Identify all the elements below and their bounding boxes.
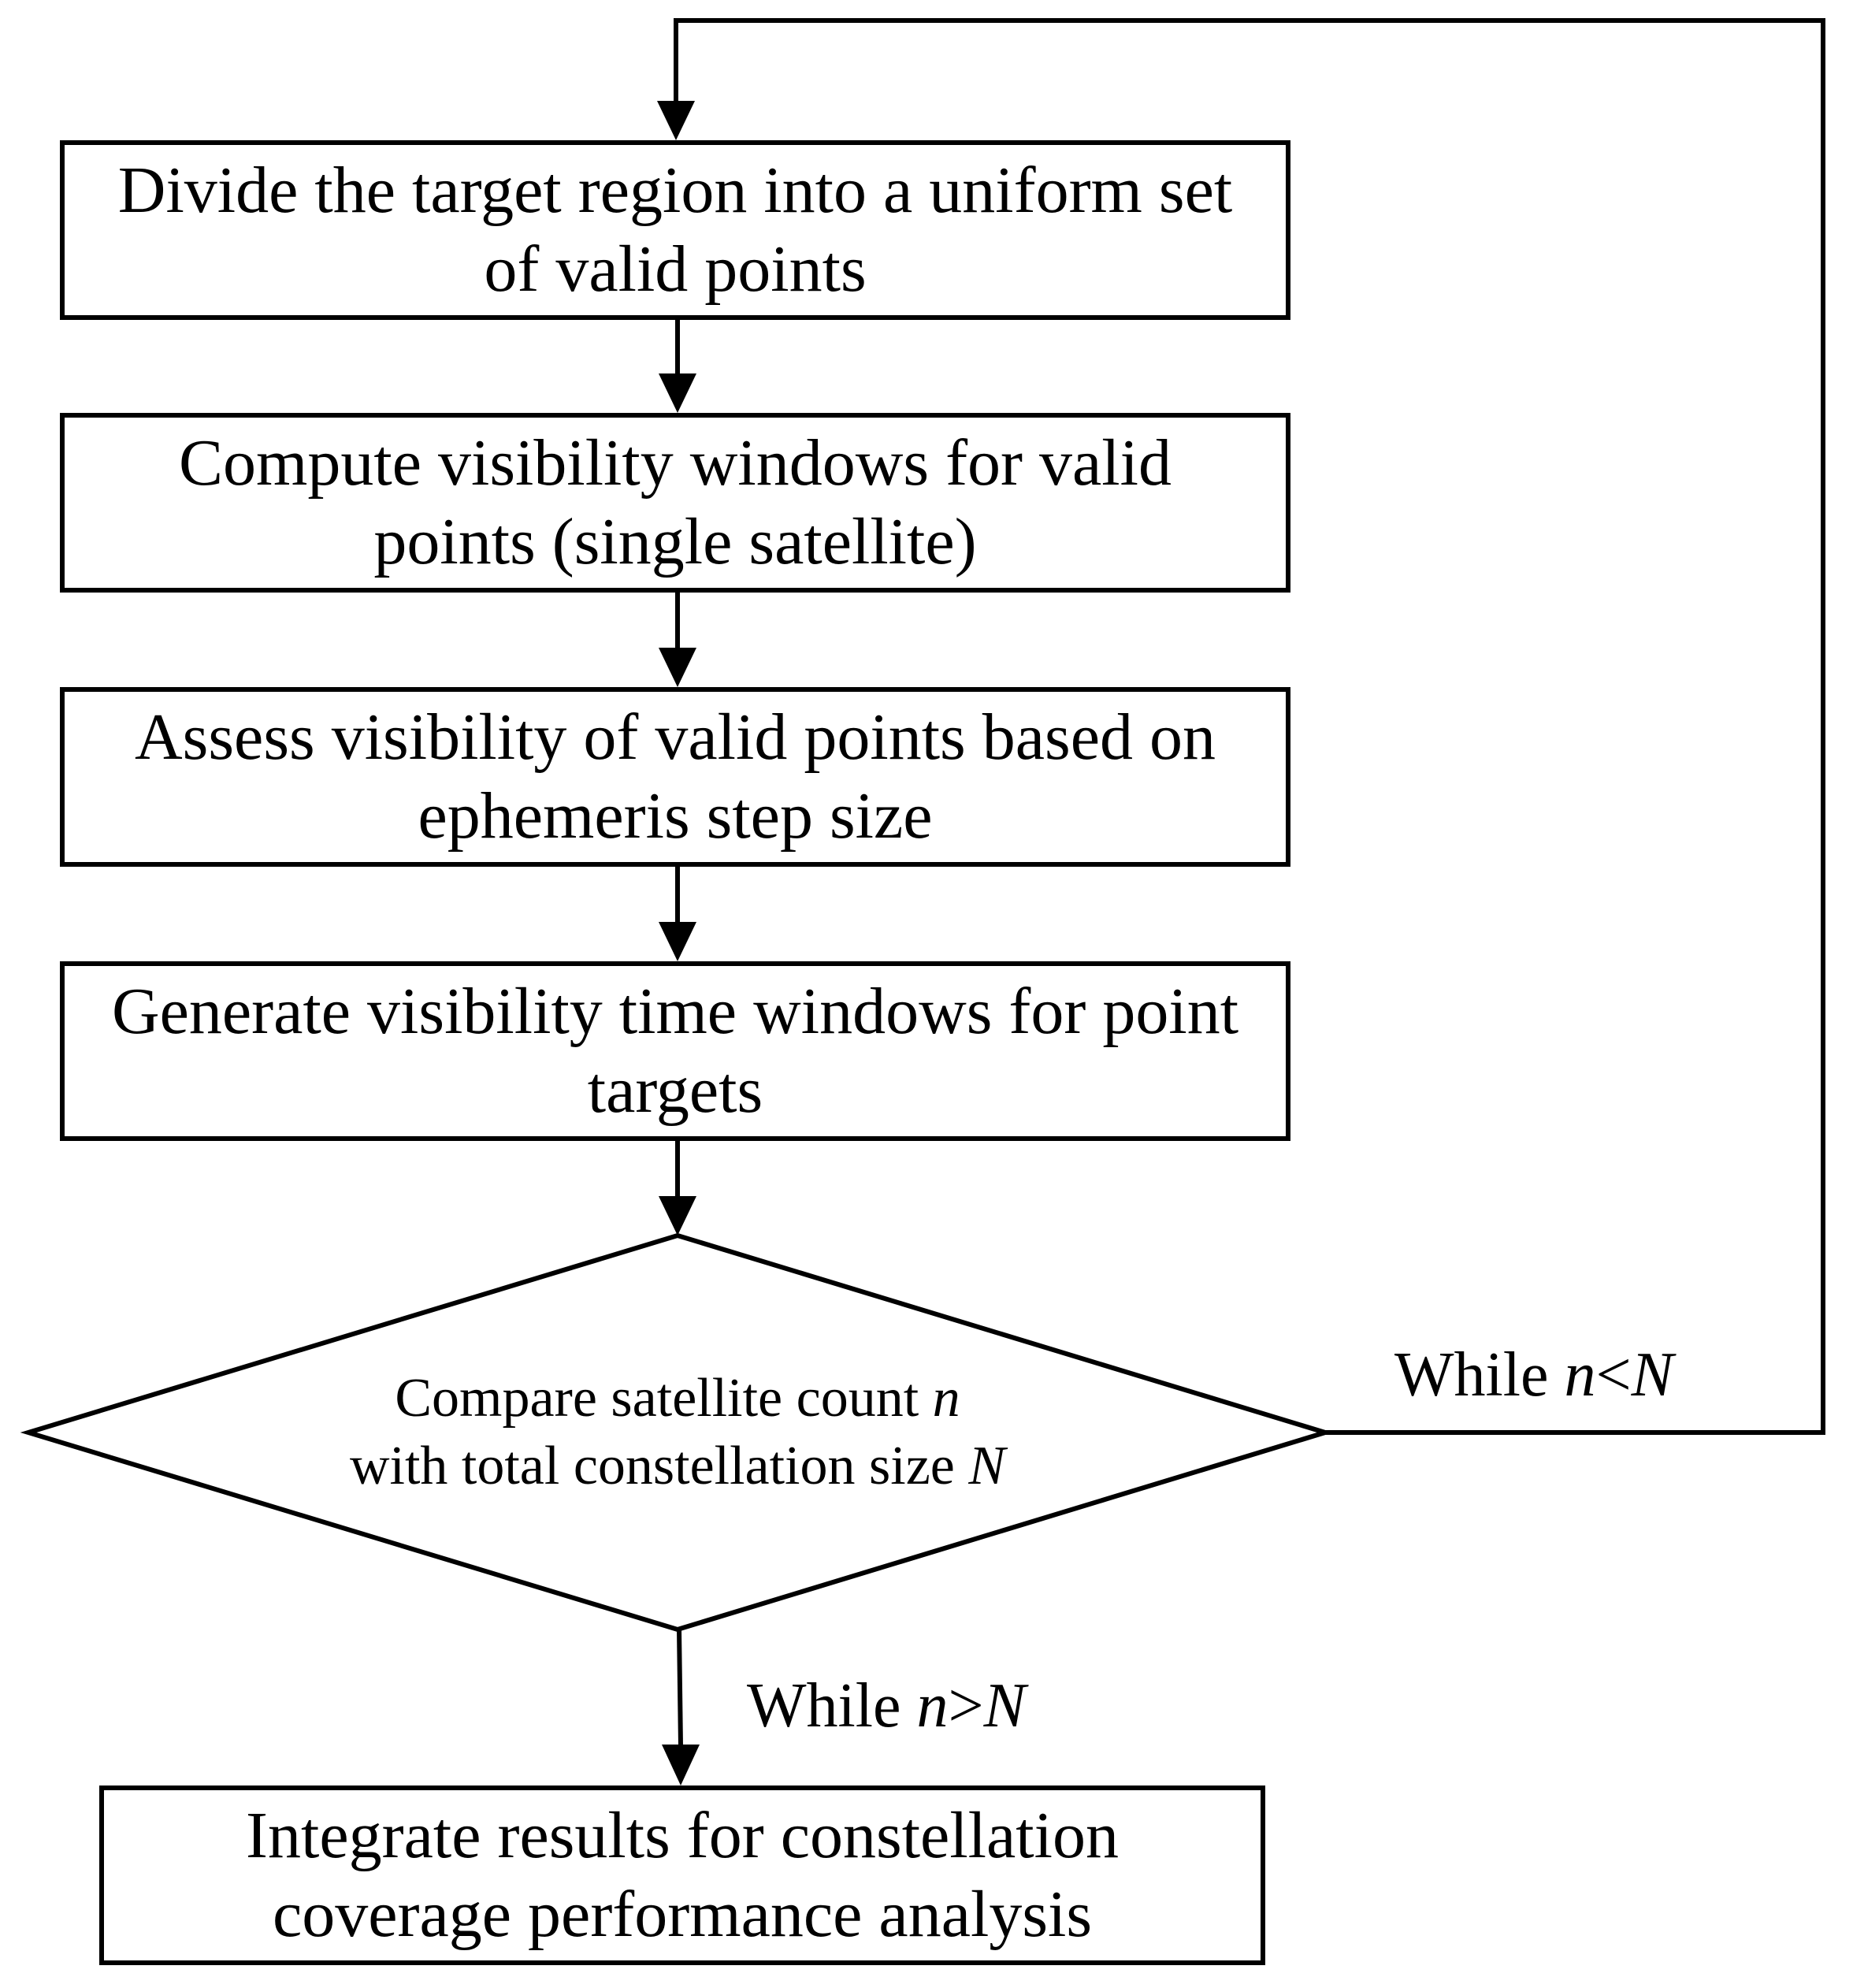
arrow-step1-to-step2	[659, 320, 696, 413]
decision-line-1-text: Compare satellite count	[395, 1368, 919, 1429]
step-text-line: Compute visibility windows for valid	[179, 426, 1172, 500]
loop-back-arrow	[657, 18, 1825, 1435]
final-text-line: coverage performance analysis	[272, 1878, 1093, 1951]
loop-label-var1: n	[1564, 1340, 1596, 1410]
step-text-line: Generate visibility time windows for poi…	[111, 975, 1239, 1048]
decision-text: Compare satellite count n with total con…	[284, 1365, 1071, 1500]
decision-diamond	[20, 1232, 1334, 1633]
step-text-line: Divide the target region into a uniform …	[117, 154, 1233, 227]
exit-label-var2: N	[983, 1671, 1026, 1741]
step-divide-region: Divide the target region into a uniform …	[60, 140, 1290, 320]
exit-condition-label: While n>N	[747, 1670, 1026, 1741]
step-text-line: ephemeris step size	[418, 779, 933, 853]
loop-label-prefix: While	[1394, 1340, 1565, 1410]
variable-N: N	[968, 1436, 1006, 1496]
decision-line-2-text: with total constellation size	[349, 1436, 955, 1496]
arrow-decision-to-final	[662, 1629, 700, 1785]
final-step-integrate-results: Integrate results for constellation cove…	[99, 1785, 1265, 1965]
decision-line-2: with total constellation size N	[284, 1432, 1071, 1500]
arrow-step2-to-step3	[659, 593, 696, 687]
variable-n: n	[932, 1368, 960, 1429]
final-text-line: Integrate results for constellation	[246, 1799, 1119, 1872]
exit-label-op: >	[948, 1671, 984, 1741]
step-text-line: of valid points	[484, 232, 867, 306]
step-text-line: Assess visibility of valid points based …	[135, 700, 1216, 774]
arrow-step4-to-decision	[659, 1141, 696, 1236]
step-compute-windows: Compute visibility windows for valid poi…	[60, 413, 1290, 593]
step-text-line: targets	[587, 1053, 763, 1127]
arrow-step3-to-step4	[659, 867, 696, 961]
decision-line-1: Compare satellite count n	[284, 1365, 1071, 1432]
exit-label-prefix: While	[747, 1671, 917, 1741]
loop-label-var2: N	[1631, 1340, 1673, 1410]
exit-label-var1: n	[916, 1671, 949, 1741]
step-text-line: points (single satellite)	[373, 505, 977, 578]
loop-condition-label: While n<N	[1394, 1340, 1673, 1410]
step-generate-windows: Generate visibility time windows for poi…	[60, 961, 1290, 1141]
loop-label-op: <	[1595, 1340, 1632, 1410]
step-assess-visibility: Assess visibility of valid points based …	[60, 687, 1290, 867]
